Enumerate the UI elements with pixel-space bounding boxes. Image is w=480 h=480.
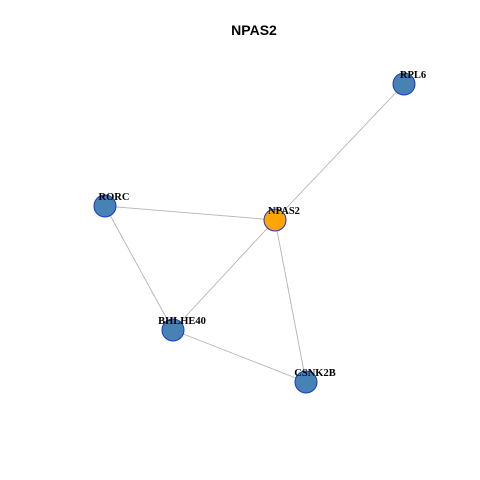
node-circle-bhlhe40 bbox=[161, 318, 185, 342]
node-circle-rorc bbox=[93, 194, 117, 218]
edge-rorc-bhlhe40 bbox=[104, 205, 174, 331]
edge-npas2-rorc bbox=[104, 205, 276, 221]
edge-npas2-rpl6 bbox=[274, 83, 405, 221]
node-label-rpl6: RPL6 bbox=[400, 70, 426, 81]
edge-npas2-bhlhe40 bbox=[172, 219, 276, 331]
edges-layer bbox=[104, 83, 405, 383]
node-bhlhe40: BHLHE40 bbox=[158, 316, 206, 342]
node-csnk2b: CSNK2B bbox=[294, 368, 336, 394]
node-rorc: RORC bbox=[93, 192, 130, 218]
node-npas2: NPAS2 bbox=[263, 206, 300, 232]
node-label-rorc: RORC bbox=[99, 192, 130, 203]
edge-bhlhe40-csnk2b bbox=[172, 329, 307, 383]
node-rpl6: RPL6 bbox=[392, 70, 426, 96]
diagram-title: NPAS2 bbox=[231, 22, 277, 38]
node-label-bhlhe40: BHLHE40 bbox=[158, 316, 206, 327]
node-circle-csnk2b bbox=[294, 370, 318, 394]
edge-npas2-csnk2b bbox=[274, 219, 307, 383]
node-label-csnk2b: CSNK2B bbox=[294, 368, 335, 379]
node-circle-npas2 bbox=[263, 208, 287, 232]
node-label-npas2: NPAS2 bbox=[268, 206, 300, 217]
node-circle-rpl6 bbox=[392, 72, 416, 96]
